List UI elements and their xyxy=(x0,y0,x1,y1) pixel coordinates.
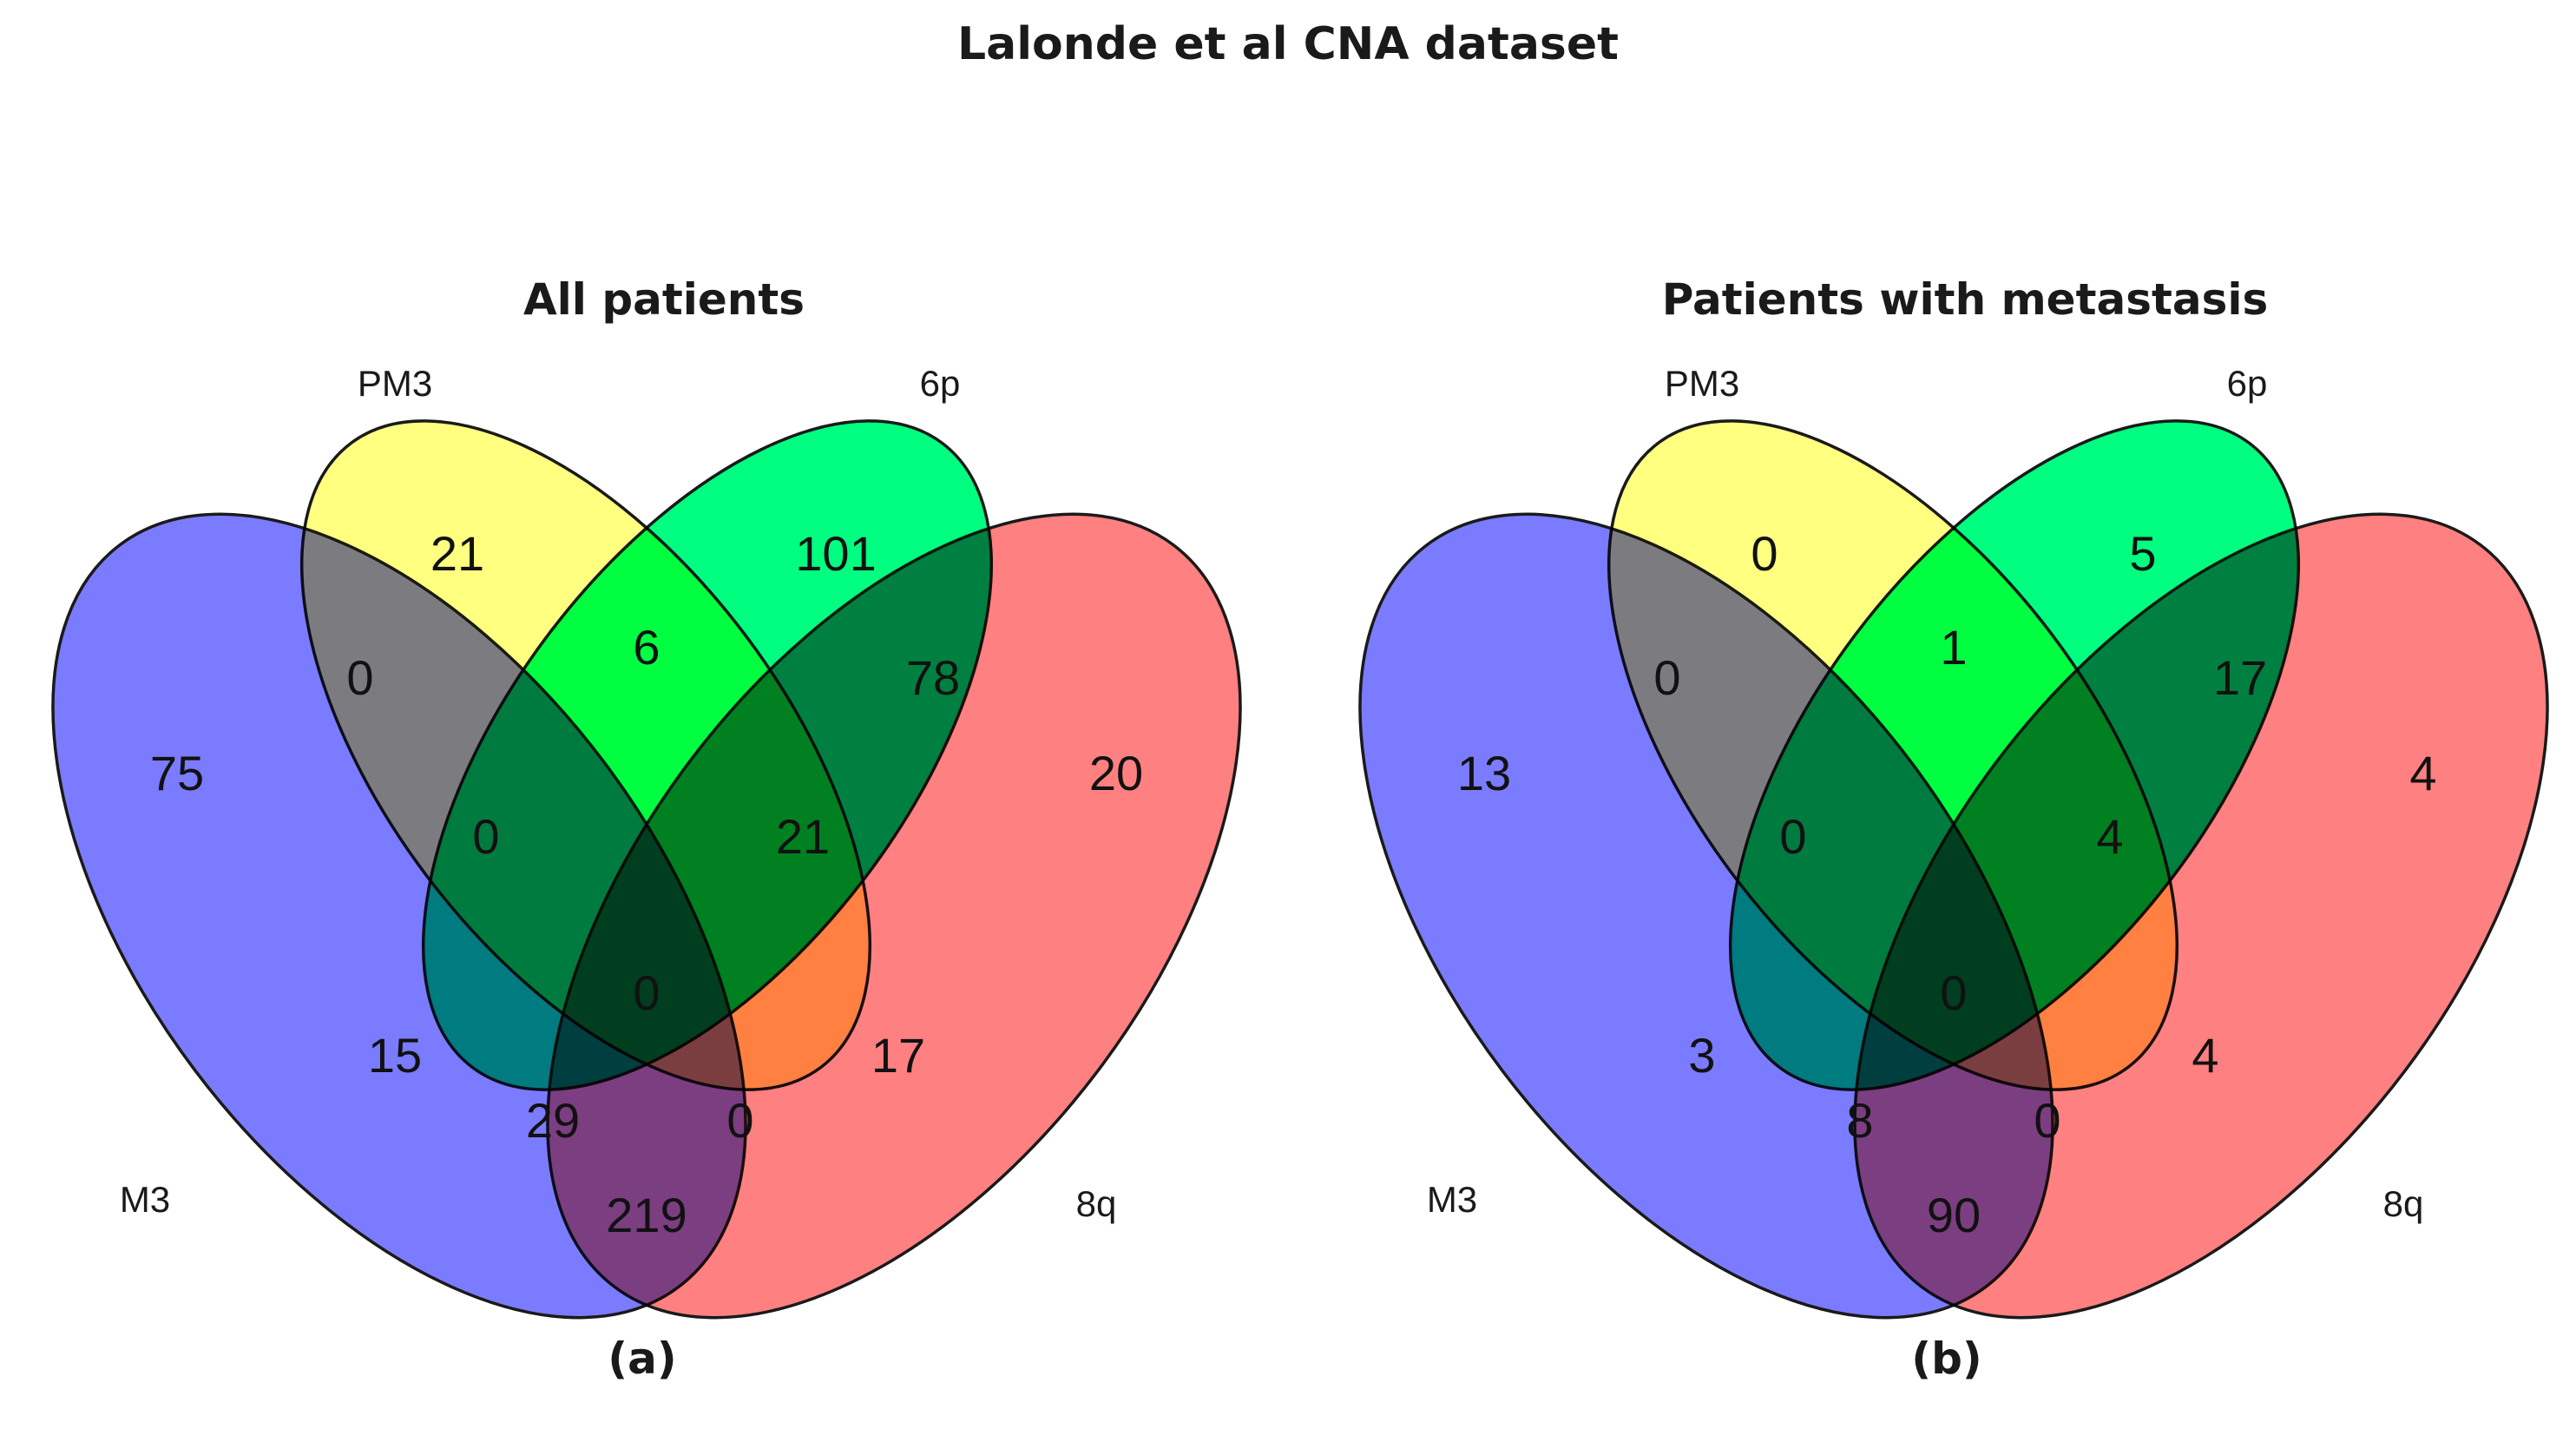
set-label-m3: M3 xyxy=(120,1179,170,1220)
region-count-6p-8q: 78 xyxy=(906,650,960,705)
region-count-m3-pm3-8q: 0 xyxy=(2034,1093,2060,1148)
region-count-pm3-8q: 17 xyxy=(871,1028,925,1083)
set-ellipse-8q xyxy=(546,512,1242,1320)
region-count-6p-8q: 17 xyxy=(2213,650,2267,705)
figure-title: Lalonde et al CNA dataset xyxy=(957,18,1619,70)
region-count-m3-pm3: 0 xyxy=(346,650,373,705)
panel-title: Patients with metastasis xyxy=(1662,274,2269,325)
region-count-m3-only: 75 xyxy=(150,746,204,800)
region-count-m3-pm3-6p: 0 xyxy=(1779,809,1806,864)
set-label-m3: M3 xyxy=(1427,1179,1477,1220)
set-ellipse-8q xyxy=(1853,512,2549,1320)
region-count-all-four: 0 xyxy=(1940,965,1967,1020)
region-count-m3-8q: 219 xyxy=(606,1188,687,1242)
region-count-pm3-only: 21 xyxy=(430,526,484,581)
region-count-m3-only: 13 xyxy=(1457,746,1511,800)
region-count-m3-pm3-8q: 0 xyxy=(726,1093,753,1148)
region-count-6p-only: 5 xyxy=(2129,526,2156,581)
panel-caption: (b) xyxy=(1911,1333,1982,1384)
region-count-pm3-6p-8q: 21 xyxy=(776,809,830,864)
region-count-m3-6p-8q: 29 xyxy=(526,1093,580,1148)
region-count-6p-only: 101 xyxy=(795,526,876,581)
panel-caption: (a) xyxy=(608,1333,676,1384)
region-count-8q-only: 4 xyxy=(2409,746,2436,800)
set-label-8q: 8q xyxy=(2383,1183,2424,1224)
region-count-pm3-6p-8q: 4 xyxy=(2096,809,2123,864)
set-label-8q: 8q xyxy=(1076,1183,1117,1224)
region-count-m3-6p: 15 xyxy=(368,1028,422,1083)
region-count-m3-6p: 3 xyxy=(1688,1028,1715,1083)
set-label-6p: 6p xyxy=(2227,363,2268,404)
panel-title: All patients xyxy=(523,274,805,325)
set-label-pm3: PM3 xyxy=(358,363,432,404)
region-count-m3-8q: 90 xyxy=(1927,1188,1981,1242)
region-count-pm3-6p: 6 xyxy=(633,620,660,675)
region-count-all-four: 0 xyxy=(633,965,660,1020)
region-count-m3-pm3: 0 xyxy=(1653,650,1680,705)
set-label-pm3: PM3 xyxy=(1665,363,1739,404)
set-label-6p: 6p xyxy=(920,363,961,404)
region-count-pm3-6p: 1 xyxy=(1940,620,1967,675)
region-count-pm3-only: 0 xyxy=(1751,526,1778,581)
region-count-m3-6p-8q: 8 xyxy=(1846,1093,1873,1148)
region-count-8q-only: 20 xyxy=(1089,746,1143,800)
region-count-pm3-8q: 4 xyxy=(2192,1028,2218,1083)
region-count-m3-pm3-6p: 0 xyxy=(472,809,499,864)
